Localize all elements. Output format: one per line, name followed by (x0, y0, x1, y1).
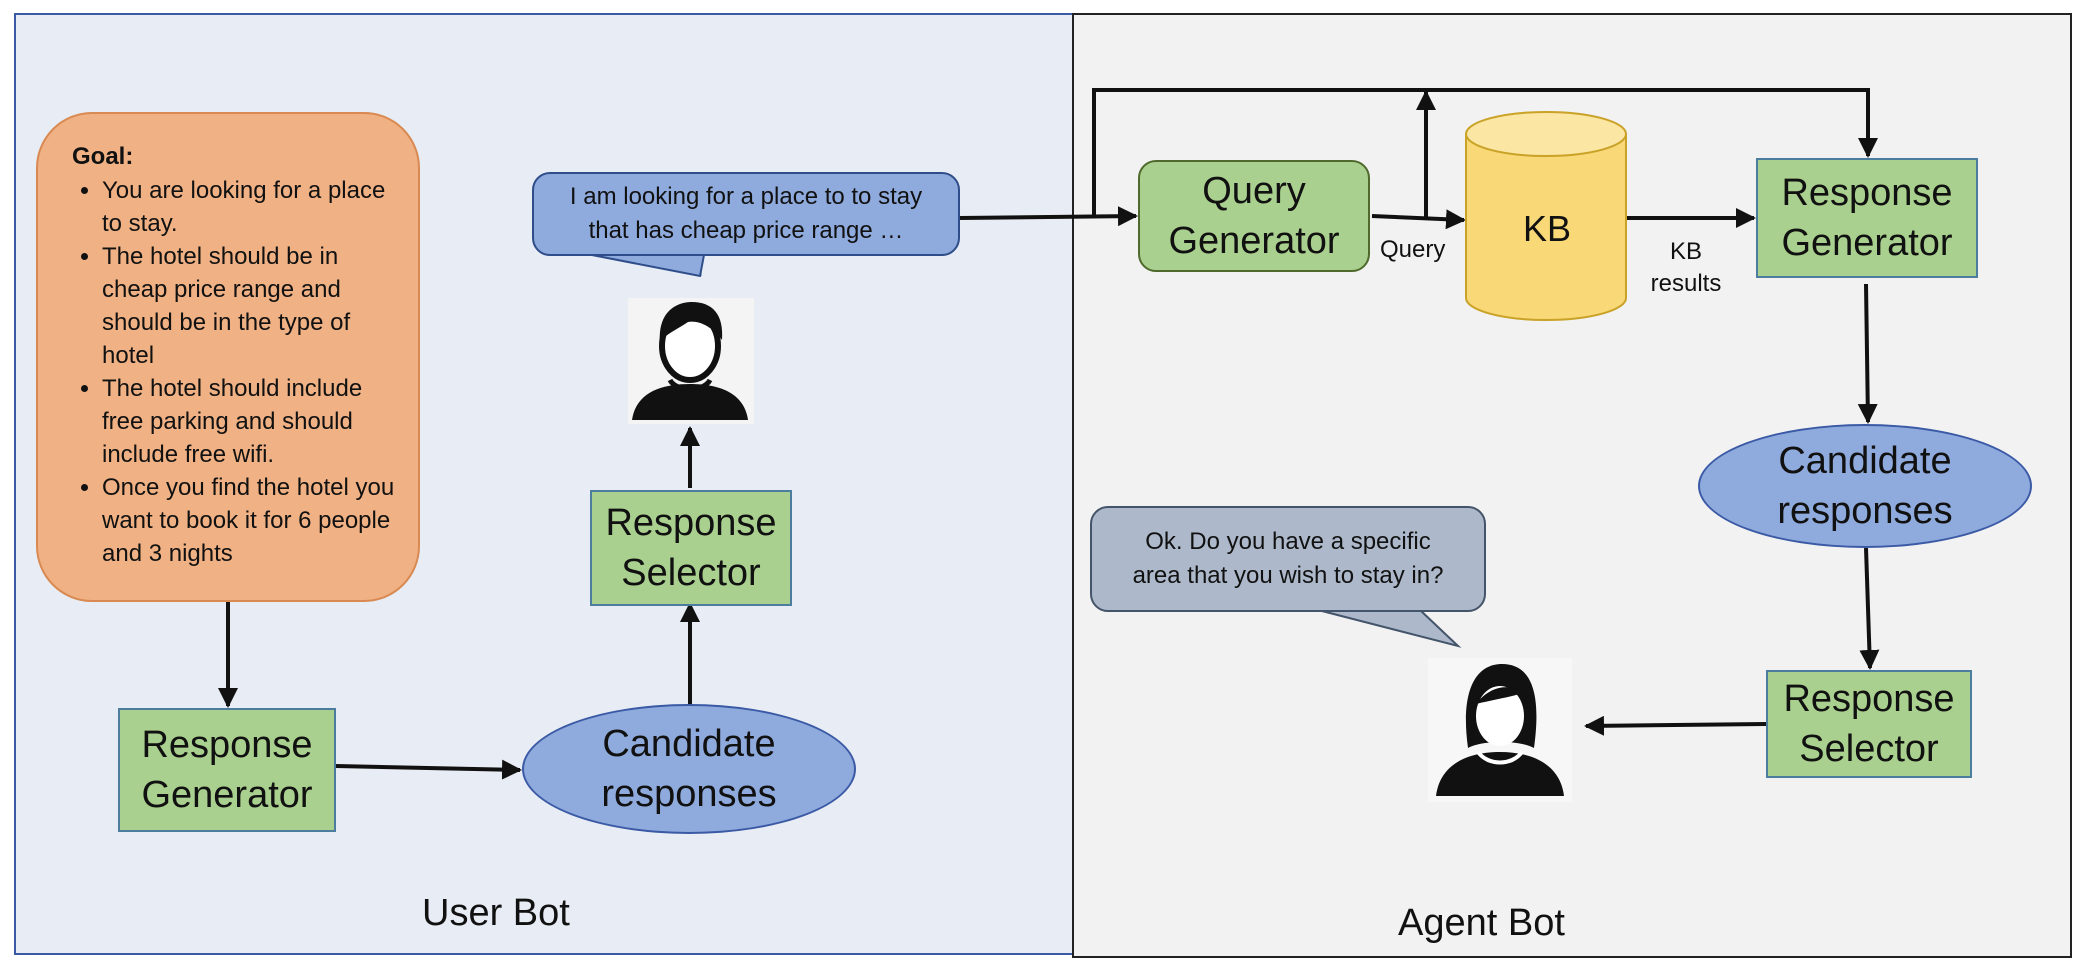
arrow-query-to-kb (1371, 209, 1466, 230)
goal-box: Goal: You are looking for a place to sta… (36, 112, 420, 602)
goal-item: You are looking for a place to stay. (102, 174, 398, 240)
arrow-speech-to-query-generator (959, 206, 1138, 227)
arrow-agent-selector-to-avatar (1584, 715, 1767, 736)
kb-cylinder (1465, 111, 1627, 321)
query-label: Query (1380, 236, 1446, 263)
user-speech-tail-outline (591, 254, 705, 278)
user-response-selector: Response Selector (590, 490, 792, 606)
kb-label: KB (1522, 208, 1572, 249)
query-generator: Query Generator (1138, 160, 1370, 272)
user-bot-label: User Bot (422, 892, 570, 934)
arrow-generator-to-candidates (335, 759, 522, 780)
goal-title: Goal: (72, 143, 134, 170)
goal-list: You are looking for a place to stay. The… (72, 174, 398, 570)
arrow-bypass-loop (1092, 88, 1878, 216)
user-candidate-responses: Candidate responses (522, 704, 856, 834)
agent-response-selector: Response Selector (1766, 670, 1972, 778)
agent-speech-tail (1317, 609, 1462, 648)
arrow-agent-generator-to-candidates (1857, 283, 1878, 424)
agent-candidate-responses: Candidate responses (1698, 424, 2032, 548)
agent-speech-bubble: Ok. Do you have a specific area that you… (1090, 506, 1486, 612)
arrow-agent-candidates-to-selector (1859, 547, 1880, 670)
agent-response-generator: Response Generator (1756, 158, 1978, 278)
female-user-icon (1428, 658, 1572, 802)
user-response-generator: Response Generator (118, 708, 336, 832)
user-speech-bubble: I am looking for a place to to stay that… (532, 172, 960, 256)
goal-item: The hotel should include free parking an… (102, 372, 398, 471)
agent-bot-label: Agent Bot (1398, 902, 1565, 944)
male-user-icon (628, 298, 754, 424)
goal-item: Once you find the hotel you want to book… (102, 471, 398, 570)
kb-results-label: KB results (1650, 238, 1722, 297)
goal-item: The hotel should be in cheap price range… (102, 240, 398, 372)
